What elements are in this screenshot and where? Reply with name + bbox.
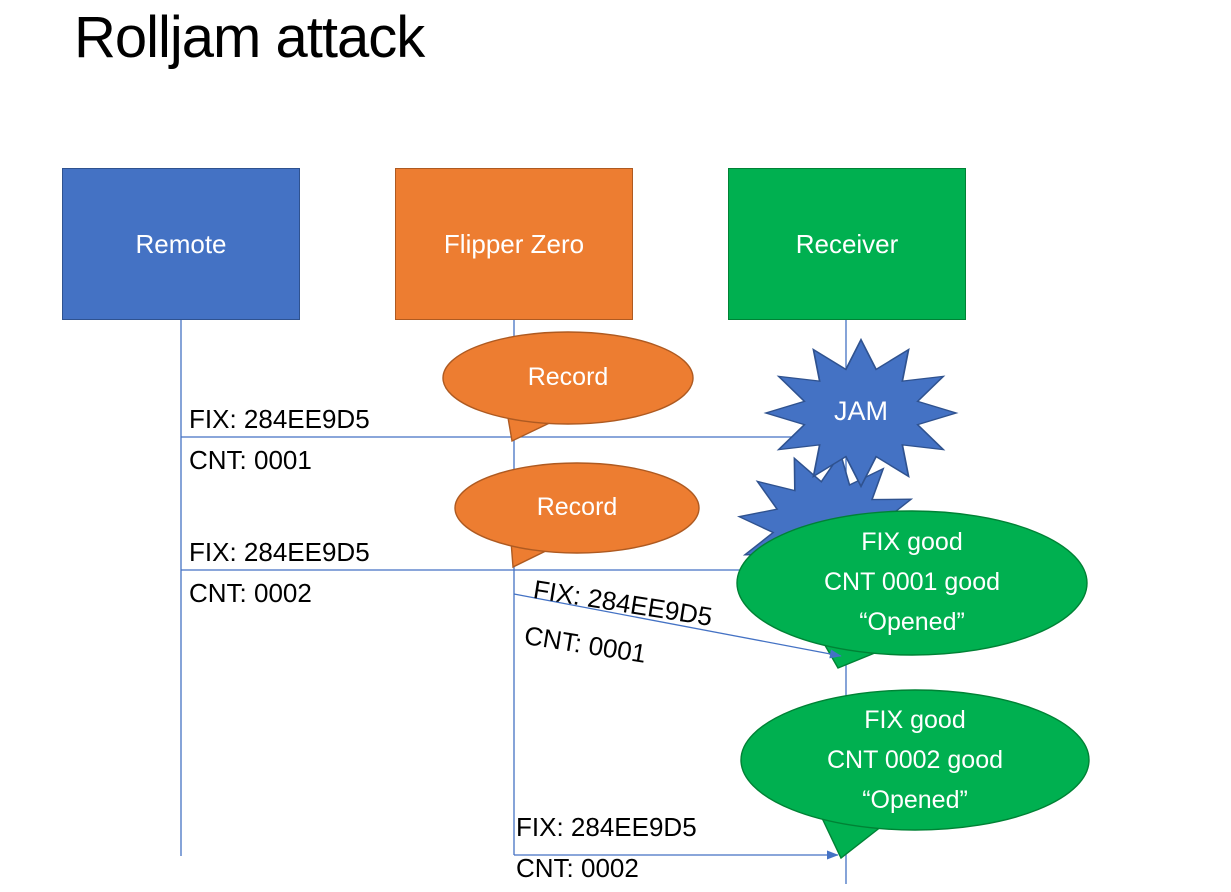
record-callout-2-label: Record [536, 493, 618, 521]
opened-callout-1-line-1: FIX good [861, 528, 963, 556]
opened-callout-1 [736, 510, 1088, 669]
jam-burst-label: JAM [834, 396, 888, 426]
opened-callout-2-label: FIX good CNT 0002 good “Opened” [765, 700, 1065, 820]
actor-box-flipper-zero: Flipper Zero [395, 168, 633, 320]
actor-box-receiver: Receiver [728, 168, 966, 320]
message-1-cnt-label: CNT: 0001 [189, 445, 312, 475]
opened-callout-1-bubble [736, 510, 1088, 656]
replay-2-cnt-label: CNT: 0002 [516, 853, 639, 883]
opened-callout-2-line-2: CNT 0002 good [826, 746, 1004, 774]
record-callout-1-label: Record [527, 363, 609, 391]
record-callout-2 [454, 462, 700, 569]
message-2-cnt-label: CNT: 0002 [189, 578, 312, 608]
actor-label-flipper-zero: Flipper Zero [443, 228, 585, 259]
opened-callout-1-line-3: “Opened” [859, 608, 965, 636]
replay-2-fix-label: FIX: 284EE9D5 [516, 812, 697, 842]
replay-arrow-1 [513, 593, 842, 659]
opened-callout-2-line-1: FIX good [864, 706, 966, 734]
opened-callout-1-label: FIX good CNT 0001 good “Opened” [762, 522, 1062, 642]
page-title: Rolljam attack [74, 5, 425, 70]
actor-label-receiver: Receiver [795, 228, 899, 259]
message-1-fix-label: FIX: 284EE9D5 [189, 404, 370, 434]
opened-callout-2-bubble [740, 689, 1090, 831]
record-callout-2-bubble [454, 462, 700, 554]
opened-callout-2 [740, 689, 1090, 860]
opened-callout-1-line-2: CNT 0001 good [823, 568, 1001, 596]
message-2-fix-label: FIX: 284EE9D5 [189, 537, 370, 567]
opened-callout-2-line-3: “Opened” [862, 786, 968, 814]
actor-box-remote: Remote [62, 168, 300, 320]
record-callout-1 [442, 331, 694, 443]
record-callout-1-bubble [442, 331, 694, 425]
actor-label-remote: Remote [135, 228, 227, 259]
